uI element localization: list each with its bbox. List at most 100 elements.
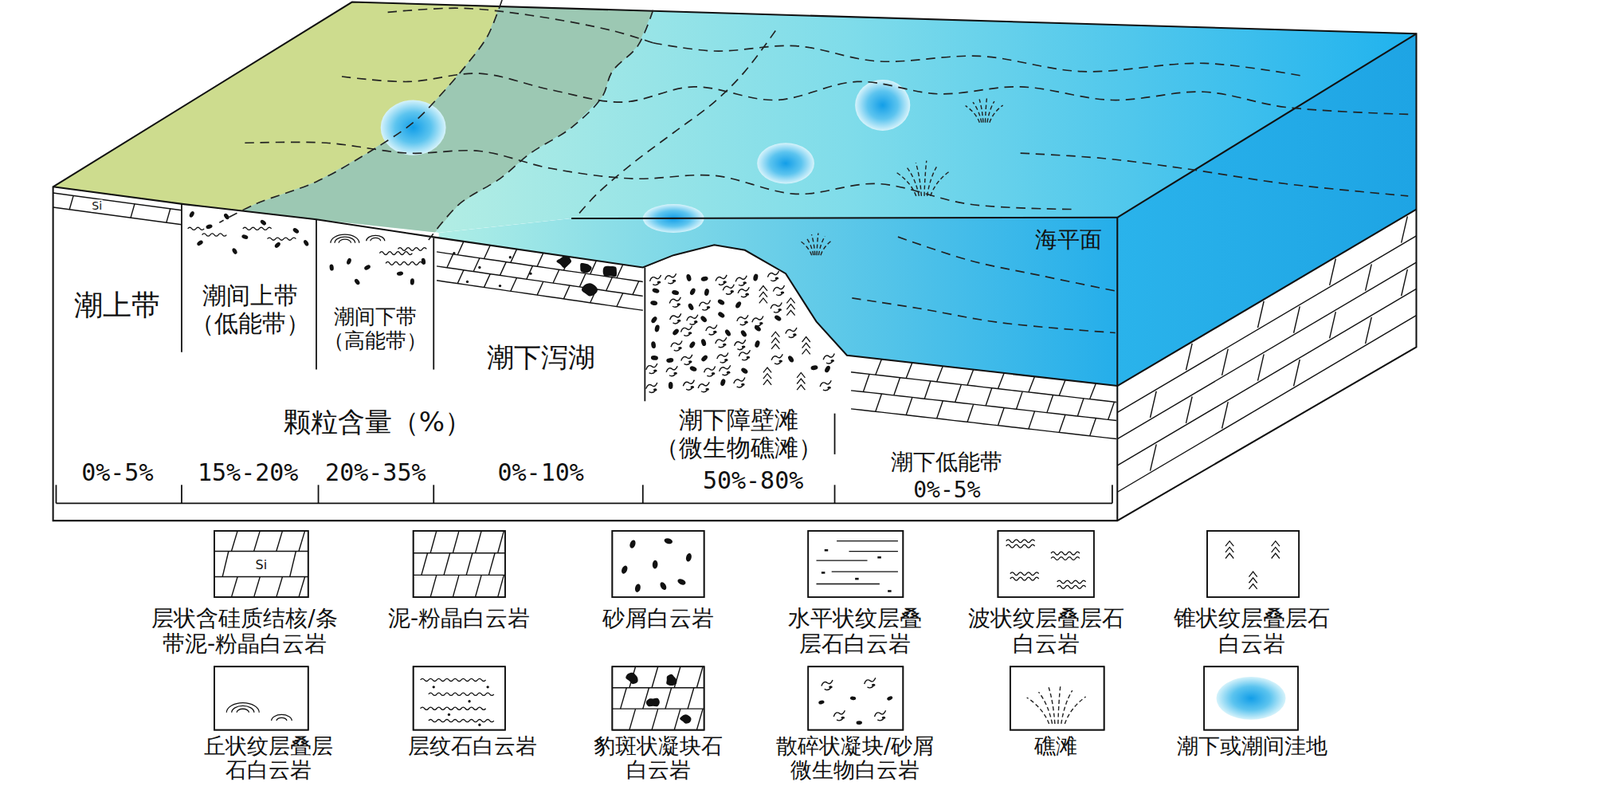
clot xyxy=(653,388,658,391)
bed-joint xyxy=(1329,311,1337,338)
cone-chevron xyxy=(796,384,805,390)
clast xyxy=(302,239,310,248)
legend-label: 锥状纹层叠层石 白云岩 xyxy=(1172,605,1332,657)
bed-joint xyxy=(905,396,913,415)
bed-joint xyxy=(875,359,883,376)
clot-curl xyxy=(874,709,886,717)
clot-curl xyxy=(674,349,681,351)
clot-curl xyxy=(833,709,845,717)
clast xyxy=(363,263,372,271)
wavy-lamina xyxy=(428,719,495,722)
clast xyxy=(810,364,819,371)
clast xyxy=(241,233,249,240)
bed-joint xyxy=(421,552,428,576)
clast xyxy=(650,355,659,361)
bed-joint xyxy=(231,576,238,598)
clot-curl xyxy=(672,305,679,307)
clot xyxy=(678,346,683,350)
clot-curl xyxy=(734,339,746,346)
facies-boundary xyxy=(388,7,654,44)
leopard-clot xyxy=(581,282,598,296)
clot xyxy=(726,371,731,374)
clot-curl xyxy=(666,365,678,373)
cone-chevron xyxy=(759,291,768,297)
bed-joint xyxy=(1365,263,1373,291)
grain-dot xyxy=(452,251,455,255)
clot-curl xyxy=(737,286,750,294)
wavy-lamina xyxy=(397,247,427,251)
reef-branch xyxy=(930,171,950,197)
sea-floor-profile xyxy=(53,186,1118,386)
bed-joint xyxy=(875,393,883,412)
reef-branch xyxy=(972,101,982,122)
clast xyxy=(628,538,637,549)
swatch-box xyxy=(413,666,506,730)
clot-curl xyxy=(824,687,832,690)
legend-swatch xyxy=(1203,666,1299,730)
swatch-frame xyxy=(214,530,309,597)
clot xyxy=(688,331,693,334)
bed-joint xyxy=(997,407,1004,425)
clast xyxy=(396,270,404,276)
bed-joint xyxy=(1401,215,1408,243)
clot-curl xyxy=(698,381,710,389)
bed-joint xyxy=(166,208,171,224)
legend-swatch xyxy=(807,666,903,730)
clot-curl xyxy=(772,285,785,292)
reef-branch xyxy=(1048,686,1055,724)
bed-joint xyxy=(1108,401,1115,420)
reef-branch xyxy=(1027,697,1050,724)
block-outline xyxy=(53,2,1417,522)
clot-curl xyxy=(682,380,695,387)
reef-branch xyxy=(816,232,819,255)
leopard-clot xyxy=(603,266,617,277)
clast xyxy=(231,247,238,255)
clot-curl xyxy=(826,361,833,364)
bed-joint xyxy=(937,365,944,382)
bed-joint xyxy=(1329,258,1337,286)
swatch-box xyxy=(1203,666,1299,730)
clot-curl xyxy=(670,341,683,348)
clot-curl xyxy=(877,718,884,721)
cone-chevron xyxy=(802,342,811,348)
bed-joint xyxy=(1257,353,1264,381)
clast xyxy=(818,699,825,705)
zone-label: 潮下泻湖 xyxy=(486,341,596,373)
sea-level-label: 海平面 xyxy=(1035,227,1102,253)
clot xyxy=(705,388,710,391)
clast xyxy=(689,364,699,373)
wavy-lamina xyxy=(420,706,487,710)
bed-joint xyxy=(579,273,586,287)
clot-curl xyxy=(722,284,734,291)
bed-joint xyxy=(616,293,624,307)
swatch-box xyxy=(807,666,903,730)
clot-curl xyxy=(690,322,697,325)
clot xyxy=(871,683,876,687)
lamina-line xyxy=(848,550,898,552)
intertidal-surface xyxy=(219,0,653,240)
cone-chevron xyxy=(802,337,811,342)
bed-joint xyxy=(985,388,993,406)
clot xyxy=(778,360,783,363)
clot xyxy=(657,281,662,284)
clast xyxy=(724,328,733,338)
clot-curl xyxy=(681,354,693,361)
clot xyxy=(711,372,716,375)
grain-dot xyxy=(529,272,532,275)
cone-chevron xyxy=(771,344,780,350)
bed-joint xyxy=(1294,359,1301,386)
grain-content-value: 50%-80% xyxy=(702,465,804,494)
leopard-clot xyxy=(556,255,572,268)
cone-chevron xyxy=(1225,546,1234,552)
wavy-lamina xyxy=(1010,576,1040,581)
wavy-lamina xyxy=(1050,551,1080,555)
grain-dot xyxy=(467,699,471,702)
clast xyxy=(345,257,353,265)
bed-line xyxy=(850,408,1117,440)
bed-joint xyxy=(1185,396,1193,424)
legend-swatch xyxy=(214,666,309,730)
grain-dot xyxy=(432,685,436,688)
axis-tick xyxy=(642,484,644,503)
clast xyxy=(886,694,894,701)
clot xyxy=(688,360,693,363)
